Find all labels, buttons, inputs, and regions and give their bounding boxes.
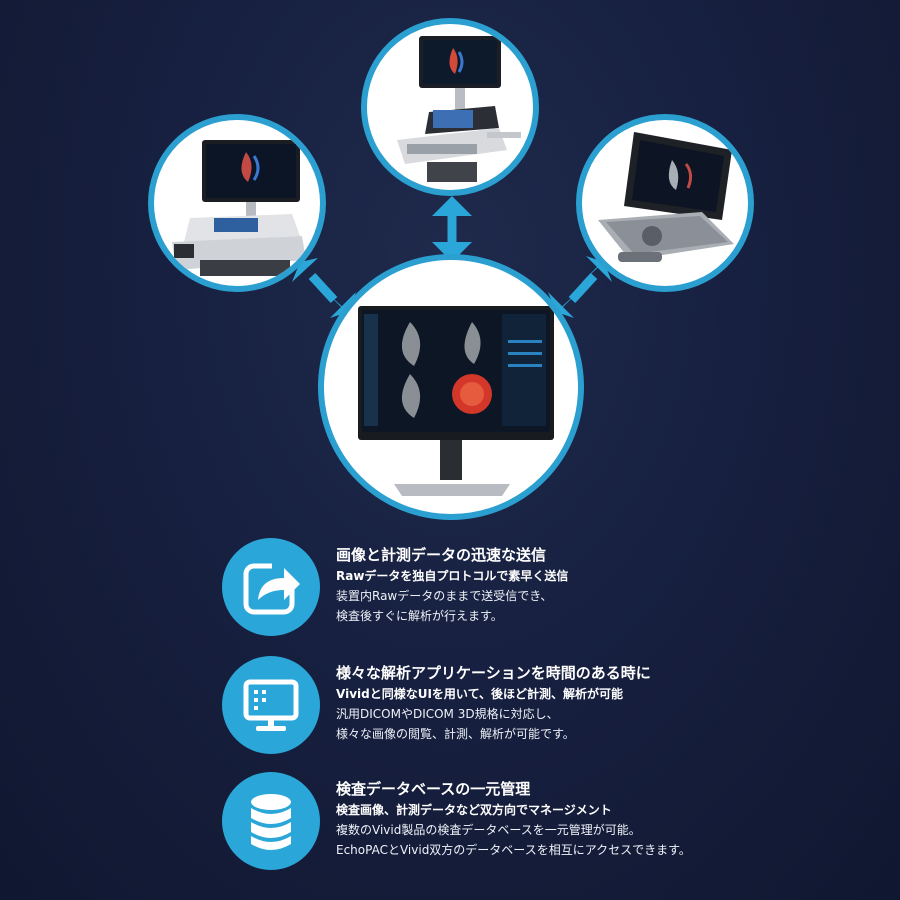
arrow-top [432,196,472,262]
portable-ultrasound-icon [598,132,734,262]
ultrasound-cart-icon [397,36,521,182]
feature-title: 様々な解析アプリケーションを時間のある時に [336,664,651,682]
connection-arrows [292,196,612,318]
workstation-monitor-icon [358,306,554,496]
device-circle-top [361,18,539,196]
feature-item-analysis: 様々な解析アプリケーションを時間のある時に Vividと同様なUIを用いて、後ほ… [222,656,882,766]
feature-body-line: EchoPACとVivid双方のデータベースを相互にアクセスできます。 [336,843,691,857]
arrow-left [292,256,356,318]
device-circle-right [576,114,754,292]
monitor-icon [222,656,320,754]
feature-body-line: 複数のVivid製品の検査データベースを一元管理が可能。 [336,823,641,837]
feature-subtitle: Vividと同様なUIを用いて、後ほど計測、解析が可能 [336,687,623,701]
feature-subtitle: 検査画像、計測データなど双方向でマネージメント [336,803,612,817]
feature-subtitle: Rawデータを独自プロトコルで素早く送信 [336,569,569,583]
feature-title: 画像と計測データの迅速な送信 [336,546,547,564]
feature-body-line: 装置内Rawデータのままで送受信でき、 [336,589,553,603]
device-circle-left [148,114,326,292]
device-network-diagram [148,18,754,520]
device-circle-center [318,254,584,520]
feature-body-line: 汎用DICOMやDICOM 3D規格に対応し、 [336,707,559,721]
database-icon [222,772,320,870]
feature-item-transfer: 画像と計測データの迅速な送信 Rawデータを独自プロトコルで素早く送信 装置内R… [222,538,882,648]
feature-body-line: 様々な画像の閲覧、計測、解析が可能です。 [336,727,575,741]
feature-body-line: 検査後すぐに解析が行えます。 [336,609,503,623]
ultrasound-cart-icon [172,140,306,276]
feature-title: 検査データベースの一元管理 [336,780,531,798]
feature-item-database: 検査データベースの一元管理 検査画像、計測データなど双方向でマネージメント 複数… [222,772,882,882]
share-icon [222,538,320,636]
